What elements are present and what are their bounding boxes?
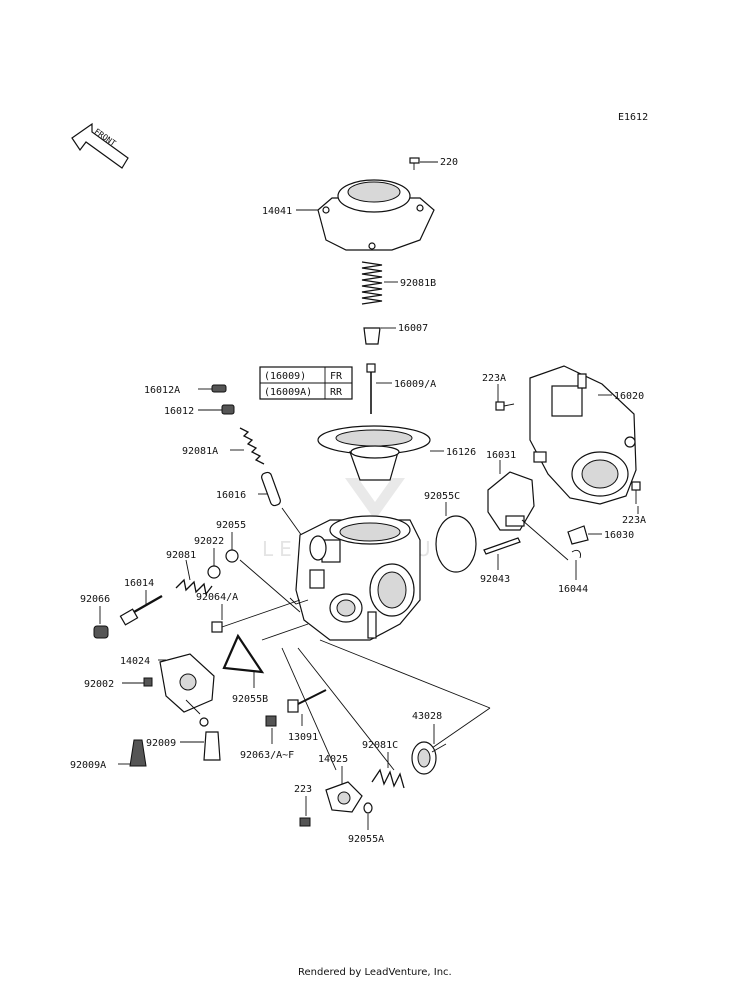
pin-92043 [483,537,521,555]
callout-92081B: 92081B [400,278,436,289]
callout-16044: 16044 [558,584,588,595]
callout-92063AF: 92063/A~F [240,750,294,761]
cover-14041 [317,179,435,251]
callout-92064A: 92064/A [196,592,238,603]
screw-92002 [143,677,153,687]
callout-13091: 13091 [288,732,318,743]
callout-14041: 14041 [262,206,292,217]
jet-92009 [199,717,221,761]
callout-16020: 16020 [614,391,644,402]
callout-16016: 16016 [216,490,246,501]
diagram-code: E1612 [618,112,648,123]
assembly-16020 [529,365,637,505]
callout-92055A: 92055A [348,834,384,845]
needle-table: (16009) FR (16009A) RR [259,366,353,400]
screw-223A-top [495,401,515,411]
callout-labels: 220 14041 92081B 16007 16009/A 16012A 16… [70,157,646,845]
spring-92081A [239,427,265,465]
screw-16014 [119,594,163,626]
callout-16012A: 16012A [144,385,180,396]
callout-43028: 43028 [412,711,442,722]
screw-220 [409,157,420,170]
screw-13091 [287,689,327,713]
screw-92064 [211,617,249,633]
footer-credit: Rendered by LeadVenture, Inc. [298,967,452,978]
spring-92081C [371,768,405,789]
cap-14025 [325,781,363,813]
front-arrow-icon: FRONT [71,122,129,169]
oring-92055 [225,549,239,563]
table-part-1: (16009) [264,371,306,382]
oring-92055A [363,802,373,814]
cap-92066 [93,625,109,639]
callout-220: 220 [440,157,458,168]
oring-92055B [222,633,265,674]
callout-14025: 14025 [318,754,348,765]
callout-92055B: 92055B [232,694,268,705]
callout-14024: 14024 [120,656,150,667]
callout-16126: 16126 [446,447,476,458]
callout-92022: 92022 [194,536,224,547]
table-pos-1: FR [330,371,343,382]
callout-16031: 16031 [486,450,516,461]
callout-92009: 92009 [146,738,176,749]
jet-92009A [129,739,147,767]
holder-16007 [363,327,381,345]
table-part-2: (16009A) [264,387,312,398]
washer-92022 [207,565,221,579]
callout-92081: 92081 [166,550,196,561]
clip-16044 [571,549,581,559]
pipe-16016 [261,471,281,507]
callout-92081A: 92081A [182,446,218,457]
table-pos-2: RR [330,387,343,398]
callout-92055C: 92055C [424,491,460,502]
callout-16009A: 16009/A [394,379,436,390]
callout-16007: 16007 [398,323,428,334]
screw-223A-right [631,481,641,504]
callout-92055: 92055 [216,520,246,531]
callout-92002: 92002 [84,679,114,690]
callout-223A-top: 223A [482,373,506,384]
part-16012 [221,404,235,415]
valve-16030 [567,525,589,545]
callout-16014: 16014 [124,578,154,589]
callout-223: 223 [294,784,312,795]
callout-16012: 16012 [164,406,194,417]
callout-92066: 92066 [80,594,110,605]
callout-92081C: 92081C [362,740,398,751]
cover-16031 [487,471,535,531]
oring-92055C [435,515,477,573]
callout-16030: 16030 [604,530,634,541]
spring-92081 [175,578,213,596]
callout-92009A: 92009A [70,760,106,771]
callout-223A-right: 223A [622,515,646,526]
float-43028 [411,741,447,775]
screw-223 [299,817,311,827]
part-16012A [211,384,227,393]
spring-92081B [361,261,383,305]
needle-16009 [366,363,376,414]
carburetor-body [289,515,421,641]
callout-92043: 92043 [480,574,510,585]
cover-14024 [159,653,215,713]
piston-16126 [317,425,431,481]
screw-92063 [265,715,277,727]
